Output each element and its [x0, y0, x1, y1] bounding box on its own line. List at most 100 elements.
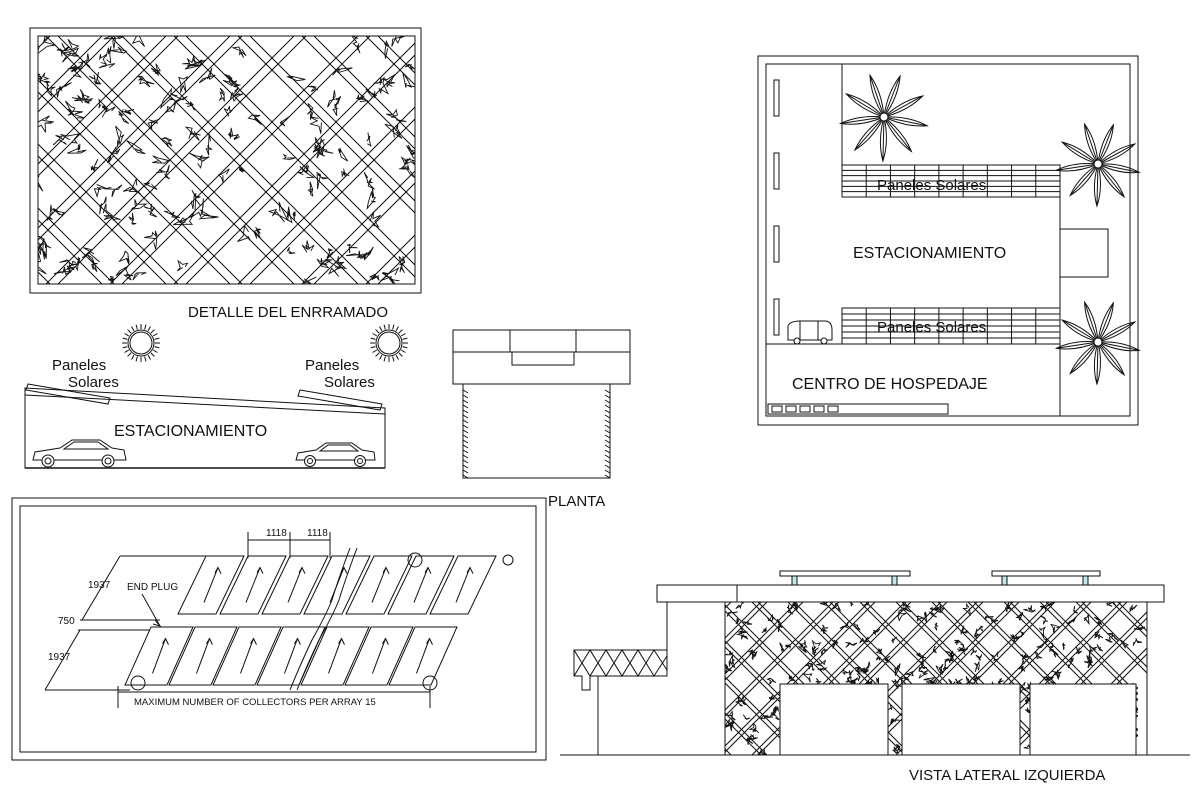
vine-leaf — [990, 681, 998, 693]
lattice-bar — [1117, 602, 1147, 755]
hatch-mark — [604, 434, 611, 439]
elevation-trellis-lattice — [725, 602, 1199, 755]
vine-leaf — [1034, 702, 1044, 709]
vine-leaf — [933, 604, 945, 613]
vine-leaf — [773, 705, 780, 714]
vine-leaf — [742, 621, 753, 625]
vine-leaf — [118, 110, 130, 125]
vine-leaf — [52, 208, 66, 216]
vine-leaf — [726, 611, 738, 617]
vine-leaf — [1038, 626, 1047, 639]
vine-leaf — [222, 74, 242, 88]
sun-ray — [398, 352, 403, 357]
solar-label-right-line2: Solares — [324, 374, 375, 391]
vine-leaf — [817, 667, 828, 671]
palm-frond — [1060, 141, 1099, 165]
vine-leaf — [918, 659, 928, 672]
vine-leaf — [1088, 732, 1097, 740]
vine-leaf — [156, 164, 170, 180]
vine-leaf — [373, 76, 390, 95]
palm-rib — [1096, 163, 1099, 206]
vine-leaf — [829, 726, 841, 735]
vine-leaf — [841, 668, 850, 676]
vine-leaf — [831, 639, 839, 649]
palm-rib — [1097, 341, 1140, 351]
collector-panel — [303, 555, 371, 615]
vine-leaf — [316, 258, 331, 269]
palm-rib — [1097, 163, 1140, 173]
vine-leaf — [159, 87, 175, 110]
vine-leaf — [1034, 650, 1043, 660]
vine-leaf — [954, 639, 965, 647]
vine-leaf — [816, 683, 823, 694]
vine-leaf — [898, 607, 912, 613]
hatch-mark — [462, 439, 469, 444]
vine-leaf — [286, 246, 296, 255]
vine-leaf — [757, 749, 764, 755]
hatch-mark — [462, 414, 469, 419]
sun-ray — [375, 329, 380, 334]
vine-leaf — [406, 144, 415, 159]
lattice-beam — [573, 649, 668, 691]
vine-leaf — [67, 108, 85, 119]
vine-leaf — [38, 242, 45, 255]
collector-inner-frame — [19, 505, 537, 753]
collector-panel — [219, 555, 287, 615]
vine-leaf — [901, 602, 911, 609]
vine-leaf — [861, 728, 866, 735]
vine-leaf — [384, 123, 403, 139]
plan-view-title: PLANTA — [548, 493, 605, 510]
vine-leaf — [103, 36, 124, 49]
vine-leaf — [404, 157, 415, 166]
palm-rib — [1097, 321, 1136, 343]
palm-trunk — [879, 112, 889, 122]
vine-leaf — [65, 256, 81, 272]
sun-ray — [383, 356, 386, 362]
flow-arrow — [240, 638, 254, 674]
flow-arrow-head — [466, 566, 474, 574]
hatch-mark — [604, 389, 611, 394]
vine-leaf — [1050, 623, 1060, 634]
vine-leaf — [1120, 639, 1129, 649]
vine-leaf — [839, 621, 849, 629]
vine-leaf — [1102, 694, 1109, 706]
vine-leaf — [67, 60, 84, 73]
vine-leaf — [970, 647, 978, 656]
vine-leaf — [737, 626, 748, 635]
roof-solar-panel-1 — [779, 570, 911, 577]
vine-leaf — [767, 614, 775, 622]
vine-leaf — [86, 254, 98, 272]
site-inner-boundary — [765, 63, 1131, 417]
sun-ray — [135, 356, 138, 362]
hatch-mark — [462, 449, 469, 454]
vine-leaf — [984, 615, 994, 621]
vine-leaf — [159, 137, 173, 147]
hatch-mark — [604, 454, 611, 459]
vine-leaf — [1061, 704, 1075, 711]
lattice-bar — [1154, 602, 1199, 755]
vine-leaf — [938, 667, 945, 677]
sun-icon-left — [122, 324, 160, 362]
vine-leaf — [892, 746, 900, 754]
hatch-mark — [462, 434, 469, 439]
plan-view: PLANTA — [452, 329, 631, 510]
sun-ray — [127, 329, 132, 334]
palm-rib — [1096, 341, 1099, 384]
vine-leaf — [735, 618, 740, 625]
vine-leaf — [190, 197, 211, 218]
lattice-bar — [1111, 602, 1147, 755]
vine-leaf — [107, 145, 121, 164]
vine-leaf — [1075, 646, 1083, 655]
palm-frond — [1060, 319, 1099, 343]
collector-array-diagram: 1118 1118 1937 750 1937 END PLUG MAXIMUM… — [11, 497, 547, 761]
vine-leaf — [835, 722, 844, 729]
palm-frond — [879, 116, 887, 163]
bench-mark — [813, 405, 825, 413]
vine-leaf — [1024, 697, 1032, 705]
hatch-mark — [604, 429, 611, 434]
lattice-bar — [45, 36, 295, 284]
collector-panel — [300, 626, 370, 686]
vine-leaf — [369, 273, 380, 281]
